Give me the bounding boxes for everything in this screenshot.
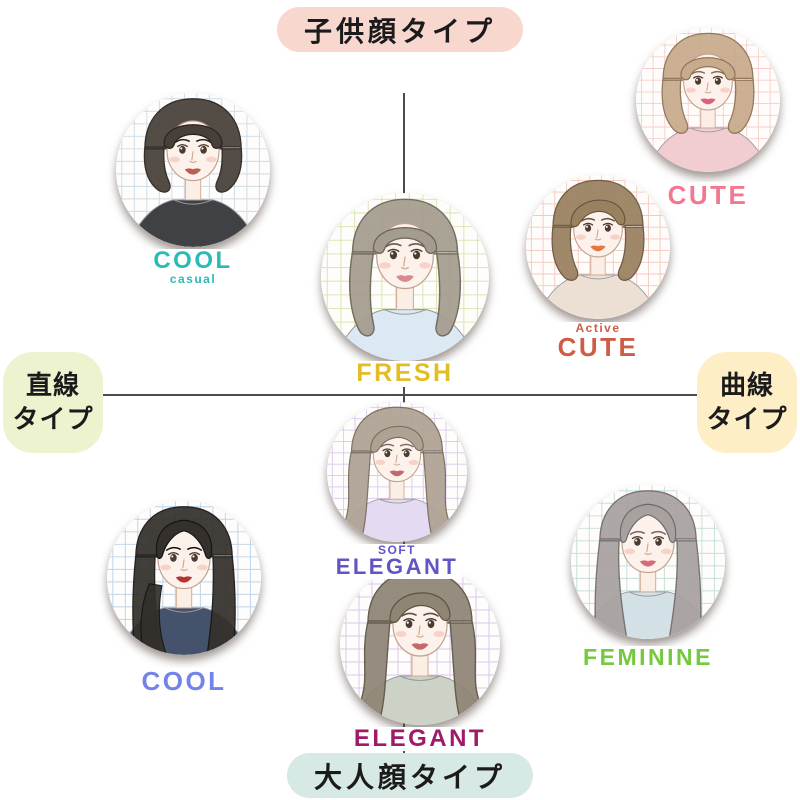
- portrait-illustration-cool-casual: [116, 93, 270, 247]
- portrait-illustration-elegant: [340, 565, 500, 725]
- curved-line-type-pill: 曲線 タイプ: [697, 352, 797, 453]
- portrait-illustration-soft-elegant: [327, 402, 467, 542]
- face-type-name-fresh: FRESH: [353, 360, 457, 387]
- straight-line-type-text-line1: 直線: [25, 369, 80, 400]
- face-type-subname-cool-casual: casual: [150, 273, 236, 286]
- face-type-circle-active-cute: [526, 175, 670, 319]
- straight-line-type-text-line2: タイプ: [12, 403, 94, 434]
- adult-face-type-pill: 大人顔タイプ: [286, 753, 534, 798]
- face-type-circle-fresh: [321, 193, 489, 361]
- face-type-name-cool: COOL: [138, 668, 230, 695]
- portrait-illustration-active-cute: [526, 175, 670, 319]
- portrait-illustration-cool: [107, 501, 261, 655]
- face-type-label-cute: CUTE: [664, 182, 752, 209]
- face-type-circle-cute: [636, 28, 780, 172]
- face-type-name-cool-casual: COOL: [150, 248, 236, 274]
- straight-line-type-pill: 直線 タイプ: [3, 352, 103, 453]
- adult-face-type-text: 大人顔タイプ: [313, 761, 507, 793]
- face-type-circle-cool: [107, 501, 261, 655]
- child-face-type-pill: 子供顔タイプ: [276, 7, 524, 52]
- face-type-name-elegant: ELEGANT: [350, 726, 490, 752]
- face-type-circle-feminine: [571, 485, 725, 639]
- curved-line-type-text-line2: タイプ: [706, 403, 788, 434]
- face-type-subname-soft-elegant: SOFT: [332, 544, 462, 556]
- portrait-illustration-fresh: [321, 193, 489, 361]
- face-type-circle-cool-casual: [116, 93, 270, 247]
- face-type-name-soft-elegant: ELEGANT: [332, 555, 462, 579]
- face-type-name-active-cute: CUTE: [554, 334, 642, 361]
- face-type-label-cool: COOL: [138, 668, 230, 695]
- face-type-subname-active-cute: Active: [554, 322, 642, 334]
- face-type-label-fresh: FRESH: [353, 360, 457, 387]
- child-face-type-text: 子供顔タイプ: [303, 15, 497, 47]
- face-type-name-feminine: FEMININE: [580, 645, 716, 670]
- face-type-label-feminine: FEMININE: [580, 645, 716, 670]
- horizontal-axis-line: [100, 394, 702, 396]
- portrait-illustration-cute: [636, 28, 780, 172]
- face-type-label-elegant: ELEGANT: [350, 726, 490, 752]
- face-type-name-cute: CUTE: [664, 182, 752, 209]
- portrait-illustration-feminine: [571, 485, 725, 639]
- face-type-circle-elegant: [340, 565, 500, 725]
- face-type-circle-soft-elegant: [327, 402, 467, 542]
- curved-line-type-text-line1: 曲線: [719, 369, 774, 400]
